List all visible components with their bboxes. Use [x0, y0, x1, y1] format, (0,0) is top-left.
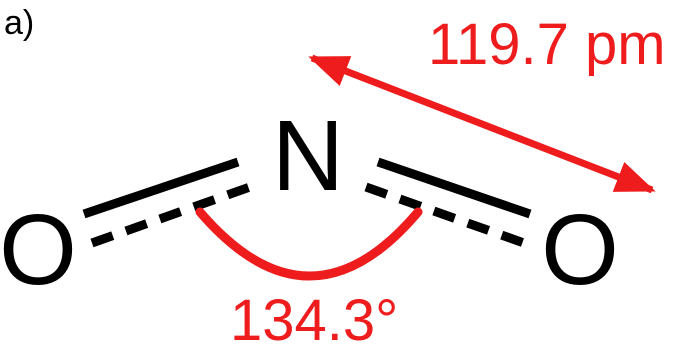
bond-angle-label: 134.3°: [230, 288, 398, 351]
left-oxygen-atom-label: O: [0, 194, 77, 306]
bond-angle-arc: [195, 207, 423, 281]
right-oxygen-atom-label: O: [541, 194, 619, 306]
left-bond-dashed-line: [90, 182, 252, 248]
bond-length-arrow: [308, 54, 656, 194]
right-bond-solid-line: [376, 157, 532, 219]
panel-label: a): [4, 4, 34, 42]
left-bond-solid-line: [82, 157, 240, 219]
right-bond-dashed-line: [364, 182, 526, 248]
bond-length-label: 119.7 pm: [428, 12, 666, 77]
nitrogen-atom-label: N: [272, 100, 344, 212]
